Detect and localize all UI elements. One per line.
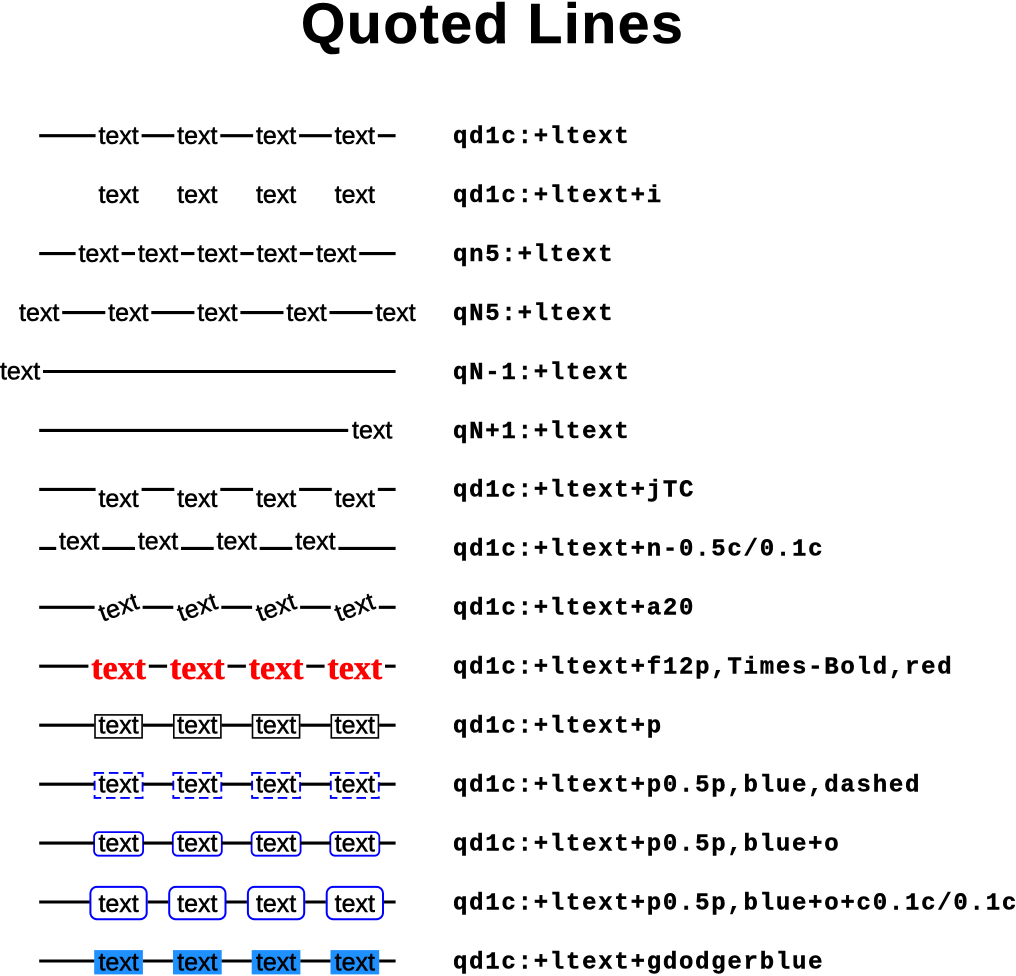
svg-text:text: text [177, 181, 217, 209]
svg-text:text: text [256, 122, 296, 150]
svg-text:text: text [286, 299, 326, 327]
svg-text:text: text [316, 240, 356, 268]
svg-text:text: text [256, 485, 296, 513]
svg-text:text: text [98, 122, 138, 150]
svg-text:text: text [78, 240, 118, 268]
svg-text:text: text [177, 485, 217, 513]
svg-text:text: text [256, 711, 296, 739]
svg-text:text: text [295, 527, 335, 555]
svg-text:text: text [177, 948, 217, 976]
svg-text:text: text [335, 890, 375, 918]
svg-text:qd1c:+ltext+jTC: qd1c:+ltext+jTC [453, 478, 695, 505]
svg-text:text: text [98, 829, 138, 857]
svg-text:text: text [256, 948, 296, 976]
svg-text:qd1c:+ltext+n-0.5c/0.1c: qd1c:+ltext+n-0.5c/0.1c [453, 537, 824, 564]
svg-text:text: text [177, 770, 217, 798]
svg-text:qN5:+ltext: qN5:+ltext [453, 301, 614, 328]
svg-text:text: text [0, 358, 40, 386]
svg-text:text: text [177, 122, 217, 150]
svg-text:text: text [256, 829, 296, 857]
svg-text:text: text [98, 181, 138, 209]
svg-text:text: text [217, 527, 257, 555]
svg-text:text: text [19, 299, 59, 327]
svg-text:qd1c:+ltext+a20: qd1c:+ltext+a20 [453, 596, 695, 623]
svg-text:qN-1:+ltext: qN-1:+ltext [453, 360, 631, 387]
svg-text:text: text [98, 711, 138, 739]
svg-text:text: text [256, 181, 296, 209]
svg-text:qd1c:+ltext+gdodgerblue: qd1c:+ltext+gdodgerblue [453, 949, 824, 976]
svg-text:text: text [327, 650, 382, 687]
svg-text:text: text [256, 890, 296, 918]
svg-text:qN+1:+ltext: qN+1:+ltext [453, 419, 631, 446]
svg-text:text: text [170, 650, 225, 687]
svg-text:text: text [177, 829, 217, 857]
svg-text:text: text [177, 711, 217, 739]
svg-text:text: text [98, 948, 138, 976]
svg-text:qd1c:+ltext+p: qd1c:+ltext+p [453, 714, 663, 741]
svg-text:text: text [177, 890, 217, 918]
svg-text:text: text [91, 650, 146, 687]
svg-text:text: text [98, 890, 138, 918]
svg-text:text: text [138, 527, 178, 555]
svg-text:qn5:+ltext: qn5:+ltext [453, 242, 614, 269]
svg-text:text: text [249, 650, 304, 687]
svg-text:text: text [59, 527, 99, 555]
svg-text:text: text [335, 948, 375, 976]
svg-text:text: text [138, 240, 178, 268]
svg-text:text: text [197, 240, 237, 268]
svg-text:text: text [256, 770, 296, 798]
svg-text:text: text [335, 770, 375, 798]
svg-text:qd1c:+ltext+i: qd1c:+ltext+i [453, 183, 663, 210]
svg-text:text: text [335, 711, 375, 739]
svg-text:text: text [352, 417, 392, 445]
svg-text:qd1c:+ltext+p0.5p,blue+o+c0.1c: qd1c:+ltext+p0.5p,blue+o+c0.1c/0.1c [453, 890, 1016, 917]
svg-text:text: text [335, 181, 375, 209]
svg-text:qd1c:+ltext: qd1c:+ltext [453, 124, 631, 151]
svg-text:text: text [197, 299, 237, 327]
svg-text:text: text [98, 770, 138, 798]
svg-text:text: text [335, 829, 375, 857]
svg-text:qd1c:+ltext+p0.5p,blue+o: qd1c:+ltext+p0.5p,blue+o [453, 831, 840, 858]
svg-text:text: text [375, 299, 415, 327]
svg-text:text: text [108, 299, 148, 327]
svg-text:text: text [257, 240, 297, 268]
svg-text:qd1c:+ltext+p0.5p,blue,dashed: qd1c:+ltext+p0.5p,blue,dashed [453, 773, 921, 800]
svg-text:qd1c:+ltext+f12p,Times-Bold,re: qd1c:+ltext+f12p,Times-Bold,red [453, 655, 953, 682]
svg-text:Quoted Lines: Quoted Lines [301, 0, 684, 56]
svg-text:text: text [335, 122, 375, 150]
svg-text:text: text [335, 485, 375, 513]
svg-text:text: text [98, 485, 138, 513]
